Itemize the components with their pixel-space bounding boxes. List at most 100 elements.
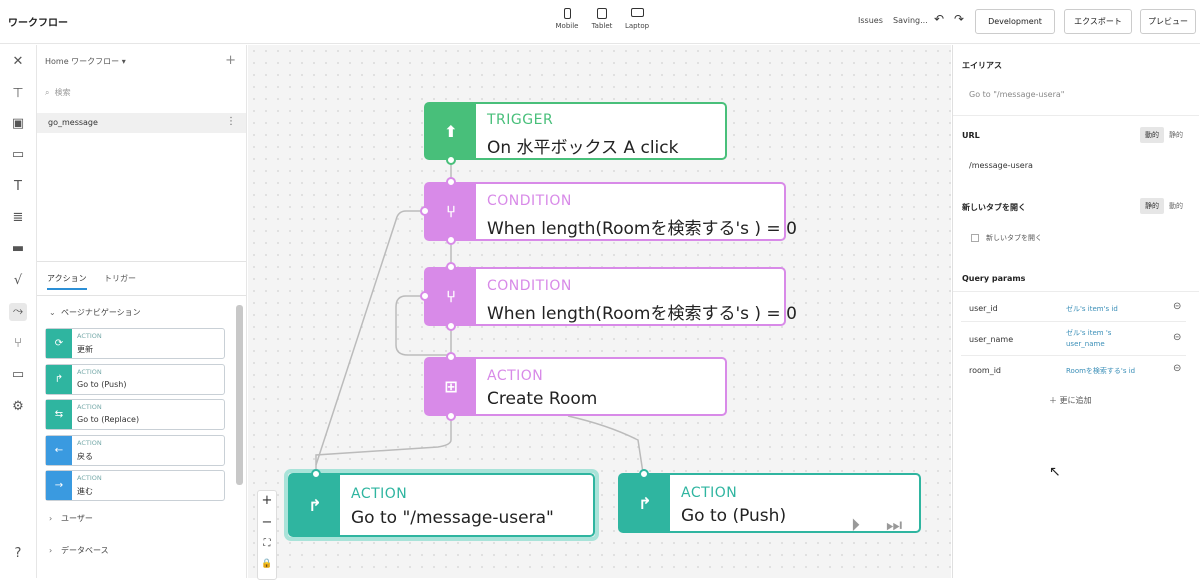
remove-param-icon[interactable]: ⊝: [1173, 332, 1182, 343]
action-kind: ACTION: [77, 403, 102, 411]
tools-icon[interactable]: ✕: [12, 54, 24, 69]
node-label: Go to (Push): [681, 506, 787, 526]
node-condition-1[interactable]: ⑂ CONDITION When length(Roomを検索する's ) = …: [424, 182, 797, 241]
toggle-option-dynamic[interactable]: 動的: [1140, 127, 1164, 143]
param-value[interactable]: ゼル's item's id: [1066, 305, 1118, 313]
development-button[interactable]: Development: [975, 9, 1055, 34]
workflow-selector-label: Home ワークフロー: [45, 57, 120, 66]
image-icon[interactable]: ▣: [11, 116, 25, 131]
param-key[interactable]: user_id: [969, 304, 998, 313]
node-kind: ACTION: [681, 485, 738, 501]
node-trigger[interactable]: ⬆ TRIGGER On 水平ボックス A click: [424, 102, 727, 160]
folder-icon[interactable]: ▬: [11, 241, 25, 256]
action-card-forward[interactable]: → ACTION 進む: [45, 470, 225, 501]
node-label: Go to "/message-usera": [351, 508, 554, 528]
paint-roller-icon[interactable]: ⊤: [12, 86, 24, 101]
device-tablet-button[interactable]: Tablet: [584, 8, 620, 30]
left-panel-scrollbar[interactable]: [236, 305, 243, 485]
node-port[interactable]: [311, 469, 321, 479]
redo-icon[interactable]: ↷: [954, 12, 965, 26]
alias-label: エイリアス: [962, 61, 1002, 70]
node-go-to-message[interactable]: ↱ ACTION Go to "/message-usera": [288, 473, 595, 537]
node-port[interactable]: [446, 235, 456, 245]
section-database[interactable]: ›データベース: [49, 545, 109, 556]
branch-icon[interactable]: ⑂: [14, 336, 22, 351]
action-card-go-to-push[interactable]: ↱ ACTION Go to (Push): [45, 364, 225, 395]
toggle-icon[interactable]: ▭: [11, 367, 25, 382]
section-database-label: データベース: [61, 546, 109, 555]
search-placeholder: 検索: [54, 88, 71, 97]
action-name: 進む: [77, 487, 93, 496]
device-mobile-button[interactable]: Mobile: [549, 8, 585, 30]
export-button[interactable]: エクスポート: [1064, 9, 1132, 34]
action-card-go-to-replace[interactable]: ⇆ ACTION Go to (Replace): [45, 399, 225, 430]
formula-icon[interactable]: √: [13, 273, 23, 288]
skip-forward-icon[interactable]: ⏭: [886, 515, 903, 536]
toggle-option-static[interactable]: 静的: [1169, 131, 1183, 139]
node-port[interactable]: [446, 321, 456, 331]
remove-param-icon[interactable]: ⊝: [1173, 363, 1182, 374]
play-icon[interactable]: ⏵: [851, 515, 860, 536]
workflow-list-item[interactable]: go_message ⋮: [37, 113, 246, 133]
param-value[interactable]: Roomを検索する's id: [1066, 367, 1136, 375]
action-card-refresh[interactable]: ⟳ ACTION 更新: [45, 328, 225, 359]
section-user[interactable]: ›ユーザー: [49, 513, 93, 524]
url-mode-toggle[interactable]: 動的 静的: [1140, 127, 1188, 143]
divider: [961, 355, 1186, 356]
add-param-button[interactable]: ＋ 更に追加: [1049, 396, 1092, 405]
param-key[interactable]: user_name: [969, 335, 1014, 344]
new-tab-mode-toggle[interactable]: 静的 動的: [1140, 198, 1188, 214]
toggle-option-static[interactable]: 静的: [1140, 198, 1164, 214]
node-port[interactable]: [446, 411, 456, 421]
url-input[interactable]: /message-usera: [969, 161, 1033, 170]
search-input[interactable]: ⌕ 検索: [45, 87, 71, 98]
share-arrow-icon: ↱: [46, 365, 72, 394]
node-condition-2[interactable]: ⑂ CONDITION When length(Roomを検索する's ) = …: [424, 267, 797, 326]
laptop-icon: [630, 8, 644, 17]
node-port[interactable]: [446, 262, 456, 272]
toggle-option-dynamic[interactable]: 動的: [1169, 202, 1183, 210]
lock-button[interactable]: 🔒: [261, 559, 273, 569]
section-page-navigation[interactable]: ⌄ページナビゲーション: [49, 307, 141, 318]
param-value[interactable]: ゼル's item 's user_name: [1066, 329, 1112, 348]
zoom-in-button[interactable]: +: [261, 493, 273, 508]
node-port[interactable]: [446, 177, 456, 187]
settings-icon[interactable]: ⚙: [12, 399, 24, 414]
typography-icon[interactable]: T: [14, 179, 22, 194]
tab-actions[interactable]: アクション: [47, 273, 87, 290]
issues-link[interactable]: Issues: [858, 16, 883, 25]
monitor-icon[interactable]: ▭: [11, 147, 25, 162]
undo-icon[interactable]: ↶: [934, 12, 945, 26]
action-card-back[interactable]: ← ACTION 戻る: [45, 435, 225, 466]
connector-create-goto1: [315, 416, 452, 473]
zoom-out-button[interactable]: −: [261, 515, 273, 530]
node-port[interactable]: [446, 352, 456, 362]
help-icon[interactable]: ?: [14, 546, 22, 561]
divider: [961, 321, 1186, 322]
device-laptop-button[interactable]: Laptop: [619, 8, 655, 30]
preview-button[interactable]: プレビュー: [1140, 9, 1196, 34]
chevron-down-icon: ⌄: [49, 308, 56, 317]
workflow-selector[interactable]: Home ワークフロー ▾: [45, 56, 126, 67]
remove-param-icon[interactable]: ⊝: [1173, 301, 1182, 312]
arrow-left-icon: ←: [46, 436, 72, 465]
node-create-room[interactable]: ⊞ ACTION Create Room: [424, 357, 727, 416]
workflow-canvas[interactable]: ⬆ TRIGGER On 水平ボックス A click ⑂ CONDITION …: [248, 45, 951, 580]
fit-view-button[interactable]: ⛶: [263, 538, 271, 549]
tab-triggers[interactable]: トリガー: [104, 274, 136, 283]
new-tab-checkbox[interactable]: [971, 234, 979, 242]
device-mobile-label: Mobile: [555, 22, 579, 30]
alias-input[interactable]: Go to "/message-usera": [969, 90, 1065, 99]
more-options-icon[interactable]: ⋮: [226, 116, 236, 127]
param-key[interactable]: room_id: [969, 366, 1001, 375]
upload-circle-icon: ⬆: [426, 104, 476, 158]
workflow-icon[interactable]: ⤳: [9, 303, 27, 321]
add-workflow-button[interactable]: +: [225, 53, 236, 68]
node-kind: CONDITION: [487, 278, 572, 294]
node-port[interactable]: [446, 155, 456, 165]
node-go-to-push[interactable]: ↱ ACTION Go to (Push): [618, 473, 921, 533]
node-port[interactable]: [420, 291, 430, 301]
node-port[interactable]: [639, 469, 649, 479]
database-icon[interactable]: ≣: [12, 210, 24, 225]
node-port[interactable]: [420, 206, 430, 216]
